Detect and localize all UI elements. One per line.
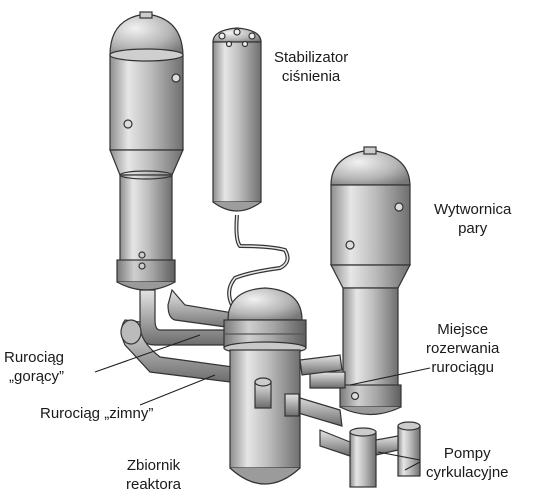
leader-cold-leg xyxy=(140,375,215,405)
label-hot-leg: Rurociąg „gorący” xyxy=(4,348,64,386)
left-steam-generator xyxy=(110,12,183,290)
label-cold-leg: Rurociąg „zimny” xyxy=(40,404,153,423)
label-reactor-vessel: Zbiornik reaktora xyxy=(126,456,181,494)
label-pressurizer: Stabilizator ciśnienia xyxy=(274,48,348,86)
label-break-location: Miejsce rozerwania rurociągu xyxy=(426,320,499,377)
pressurizer xyxy=(213,28,261,211)
label-steam-generator: Wytwornica pary xyxy=(434,200,511,238)
circulation-pumps xyxy=(320,422,420,487)
label-circulation-pumps: Pompy cyrkulacyjne xyxy=(426,444,509,482)
reactor-vessel xyxy=(224,288,306,484)
